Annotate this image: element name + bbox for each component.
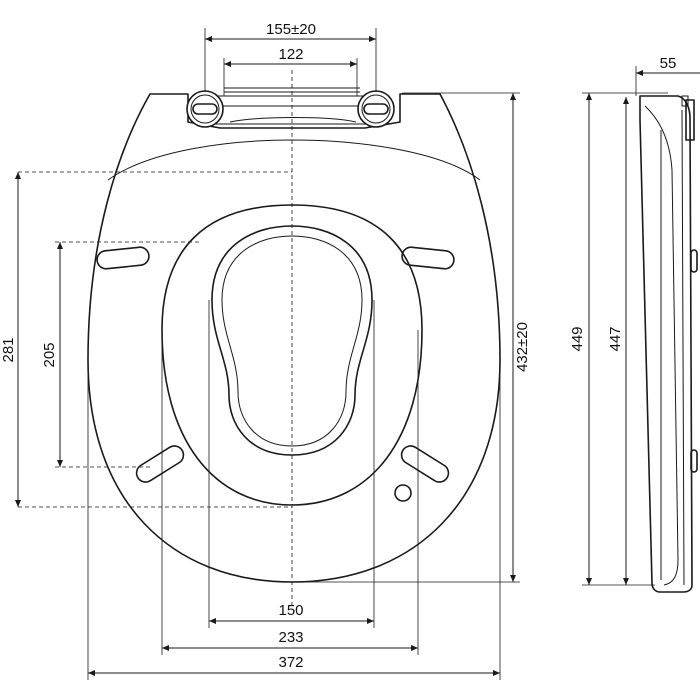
dim-opening-width: 150 — [208, 300, 375, 628]
side-hinge-post — [685, 99, 695, 141]
dim-hinge-span: 155±20 — [204, 21, 377, 92]
seat-top-view — [87, 87, 501, 583]
dim-overall-width: 372 — [87, 360, 501, 680]
dim-ring-width: 233 — [161, 330, 419, 655]
label-hinge-inner: 122 — [278, 46, 303, 63]
label-hinge-span: 155±20 — [266, 21, 316, 38]
side-bumper-bottom — [690, 449, 698, 473]
dim-seat-length: 432±20 — [292, 92, 531, 583]
hinge-cap-right — [357, 90, 395, 128]
dim-hinge-inner: 122 — [223, 46, 358, 96]
seat-opening-inner-edge — [221, 235, 363, 447]
label-seat-length: 432±20 — [514, 322, 531, 372]
seat-outer-outline — [87, 93, 501, 583]
label-overall-width: 372 — [278, 654, 303, 671]
label-side-total: 449 — [569, 326, 586, 351]
bumper-bottom-right — [400, 445, 450, 483]
side-profile-inner — [644, 105, 679, 586]
label-ring-width: 233 — [278, 629, 303, 646]
label-left-inner: 205 — [41, 342, 58, 367]
label-side-body: 447 — [607, 326, 624, 351]
dim-side-total: 449 — [569, 93, 592, 585]
seat-side-view — [582, 92, 698, 593]
label-depth: 55 — [660, 55, 677, 72]
hinge-cap-left — [186, 90, 224, 128]
bumper-top-right — [401, 246, 455, 270]
front-button — [394, 484, 412, 502]
bumper-top-left — [96, 246, 150, 270]
dim-side-body: 447 — [607, 97, 629, 585]
label-left-outer: 281 — [0, 337, 17, 362]
dim-left-inner: 205 — [41, 242, 63, 467]
seat-ring — [161, 204, 423, 506]
dim-left-outer: 281 — [0, 172, 21, 507]
side-bumper-top — [690, 249, 698, 273]
dim-depth: 55 — [635, 55, 700, 96]
label-opening-width: 150 — [278, 602, 303, 619]
bumper-bottom-left — [135, 445, 185, 483]
lid-edge — [107, 139, 481, 181]
